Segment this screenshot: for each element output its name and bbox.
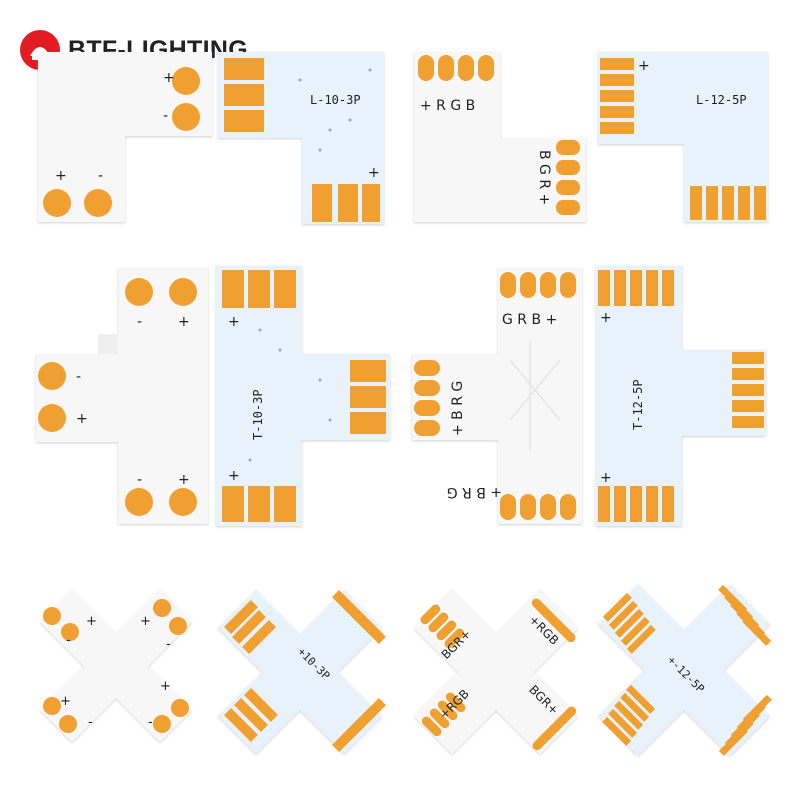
svg-text:+: +: [228, 314, 240, 330]
x-connector-12-5p: +-12-5P: [598, 584, 772, 756]
svg-text:+: +: [600, 470, 612, 486]
pin-label-side: + B R G: [450, 381, 466, 436]
svg-text:+: +: [160, 679, 171, 694]
pin-label-top: + R G B: [420, 98, 475, 114]
svg-text:+: +: [600, 310, 612, 326]
svg-text:-: -: [166, 637, 171, 652]
svg-text:-: -: [148, 715, 153, 730]
svg-text:+: +: [178, 314, 190, 330]
svg-text:-: -: [66, 633, 71, 648]
t-connector-2pin: - + - + - +: [36, 268, 208, 524]
svg-text:-: -: [88, 715, 93, 730]
connector-label: L-10-3P: [310, 93, 361, 107]
svg-text:+: +: [140, 614, 151, 629]
svg-text:+: +: [178, 472, 190, 488]
pin-label-top: G R B +: [502, 312, 557, 328]
connector-label: T-12-5P: [631, 379, 645, 430]
plus-mark: +: [163, 70, 175, 86]
x-connector-rgb: BGR+ +RGB +RGB BGR+: [414, 590, 578, 754]
svg-text:-: -: [98, 168, 103, 184]
l-connector-10-3p: L-10-3P +: [218, 52, 384, 224]
svg-text:+: +: [55, 168, 67, 184]
svg-text:+: +: [76, 411, 88, 427]
pin-label-side: B G R +: [536, 150, 552, 205]
t-connector-10-3p: + + T-10-3P: [216, 266, 390, 526]
connector-label: T-10-3P: [251, 389, 265, 440]
l-connector-rgb: + R G B B G R +: [414, 52, 586, 222]
l-connector-2pin: + - + -: [38, 52, 212, 222]
t-connector-rgb: G R B + + B R G + B R G: [412, 268, 582, 524]
connector-label: L-12-5P: [696, 93, 747, 107]
x-connector-10-3p: +10-3P: [218, 590, 386, 754]
l-connector-12-5p: L-12-5P +: [598, 52, 768, 222]
t-connector-12-5p: + + T-12-5P: [596, 266, 766, 526]
svg-text:-: -: [137, 472, 142, 488]
x-connector-2pin: + + + + - - - -: [40, 590, 192, 742]
svg-text:+: +: [368, 165, 380, 181]
svg-text:+: +: [228, 468, 240, 484]
svg-text:+: +: [638, 58, 650, 74]
svg-text:-: -: [137, 314, 142, 330]
svg-text:+: +: [60, 694, 71, 709]
svg-text:+: +: [86, 614, 97, 629]
minus-mark: -: [163, 108, 168, 124]
pin-label-bottom: + B R G: [447, 484, 502, 500]
svg-text:-: -: [76, 369, 81, 385]
